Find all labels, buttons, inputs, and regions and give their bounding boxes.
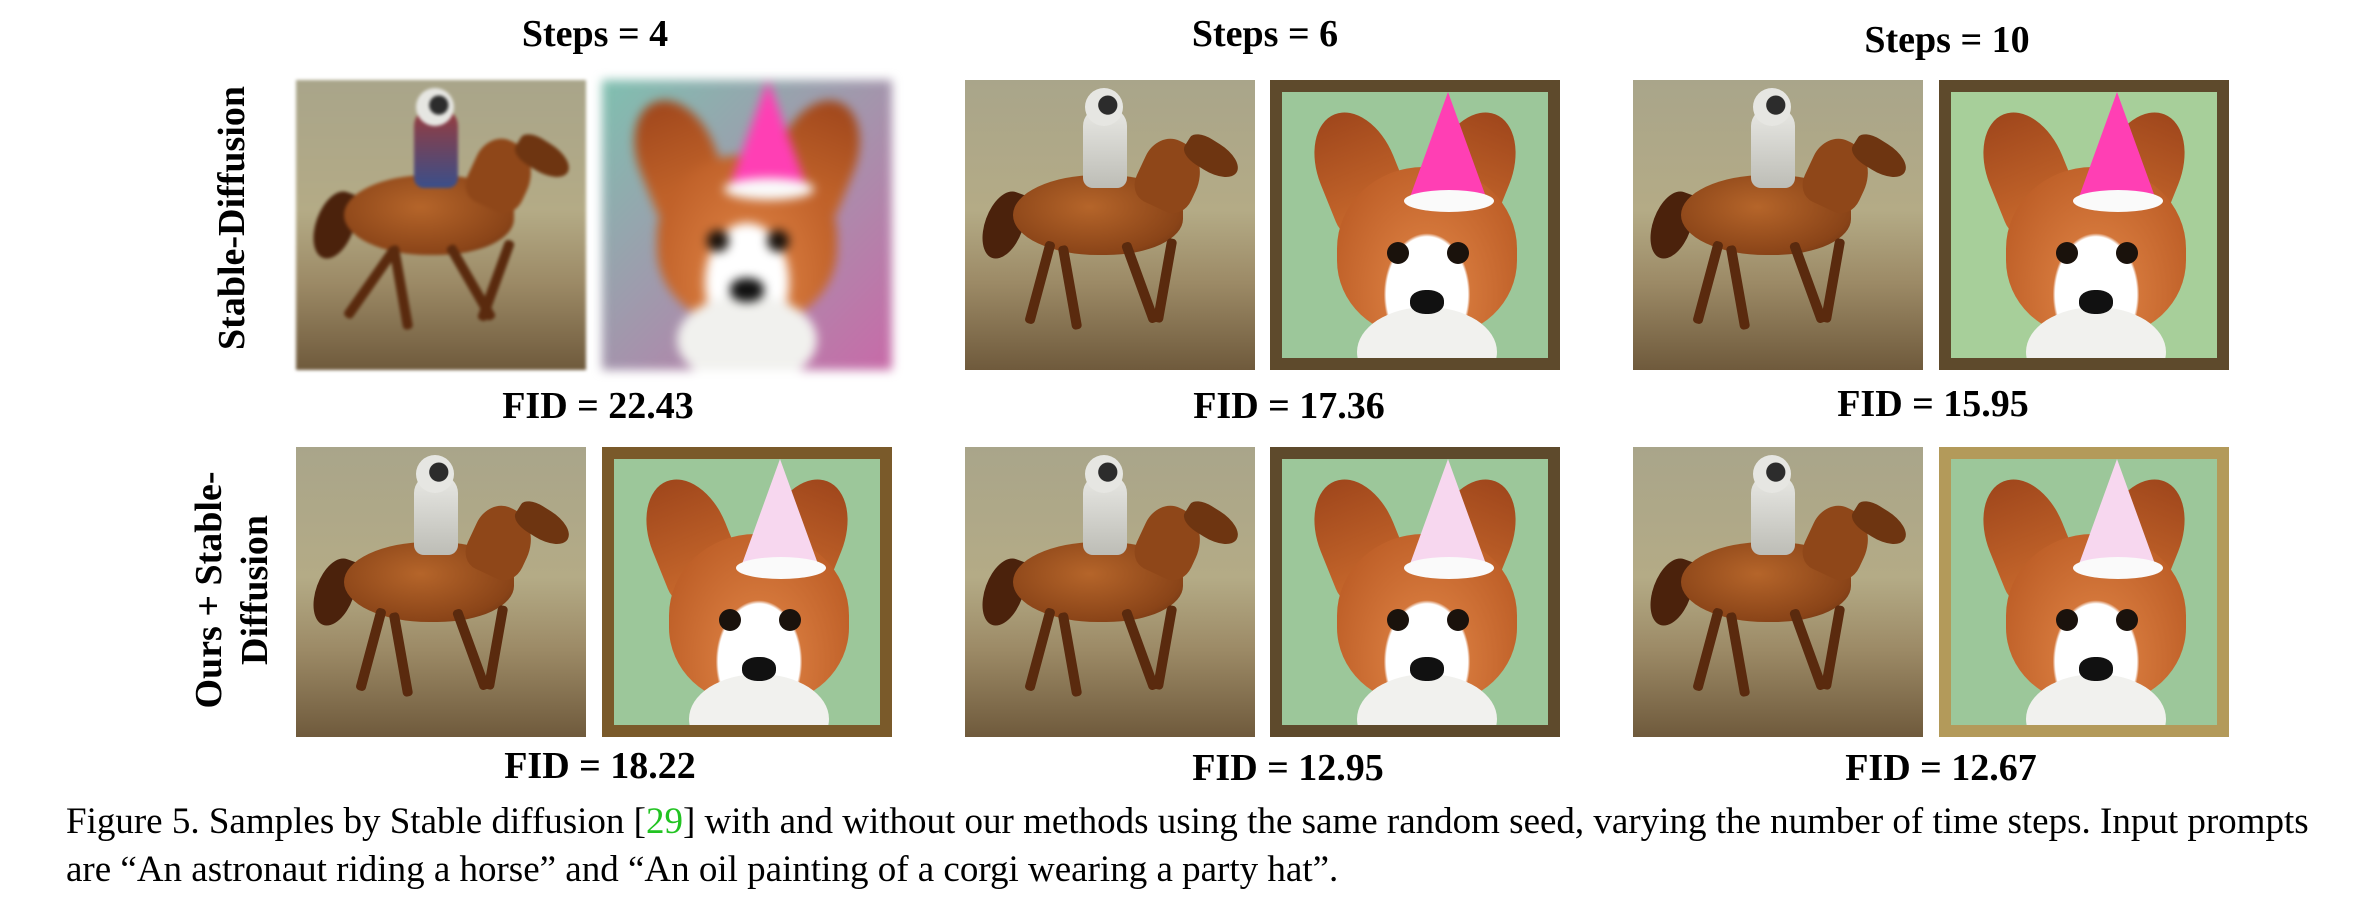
- sample-horse-ours-steps-4: [296, 447, 586, 737]
- row-label-stable-diffusion: Stable-Diffusion: [209, 86, 255, 350]
- sample-horse-ours-steps-6: [965, 447, 1255, 737]
- fid-sd-steps-6: FID = 17.36: [1193, 385, 1385, 427]
- citation-link[interactable]: 29: [645, 801, 683, 842]
- row-label-line: Ours + Stable-: [188, 471, 230, 709]
- row-label-line: Diffusion: [234, 515, 276, 665]
- caption-text-end: ] with and without our methods using the…: [66, 801, 2309, 890]
- sample-horse-sd-steps-6: [965, 80, 1255, 370]
- figure-caption: Figure 5. Samples by Stable diffusion [2…: [66, 798, 2346, 894]
- fid-ours-steps-6: FID = 12.95: [1192, 747, 1384, 789]
- sample-corgi-sd-steps-4: [602, 80, 892, 370]
- sample-horse-sd-steps-10: [1633, 80, 1923, 370]
- sample-horse-sd-steps-4: [296, 80, 586, 370]
- sample-corgi-ours-steps-6: [1270, 447, 1560, 737]
- row-label-ours-stable-diffusion: Ours + Stable- Diffusion: [186, 472, 278, 709]
- fid-sd-steps-4: FID = 22.43: [502, 385, 694, 427]
- sample-corgi-ours-steps-10: [1939, 447, 2229, 737]
- fid-sd-steps-10: FID = 15.95: [1837, 383, 2029, 425]
- sample-corgi-ours-steps-4: [602, 447, 892, 737]
- column-title-steps-10: Steps = 10: [1864, 19, 2030, 61]
- fid-ours-steps-4: FID = 18.22: [504, 745, 696, 787]
- sample-horse-ours-steps-10: [1633, 447, 1923, 737]
- sample-corgi-sd-steps-10: [1939, 80, 2229, 370]
- fid-ours-steps-10: FID = 12.67: [1845, 747, 2037, 789]
- row-label-line: Stable-Diffusion: [211, 86, 253, 350]
- caption-text-start: Figure 5. Samples by Stable diffusion [: [66, 801, 646, 842]
- sample-corgi-sd-steps-6: [1270, 80, 1560, 370]
- column-title-steps-4: Steps = 4: [521, 13, 669, 55]
- column-title-steps-6: Steps = 6: [1191, 13, 1339, 55]
